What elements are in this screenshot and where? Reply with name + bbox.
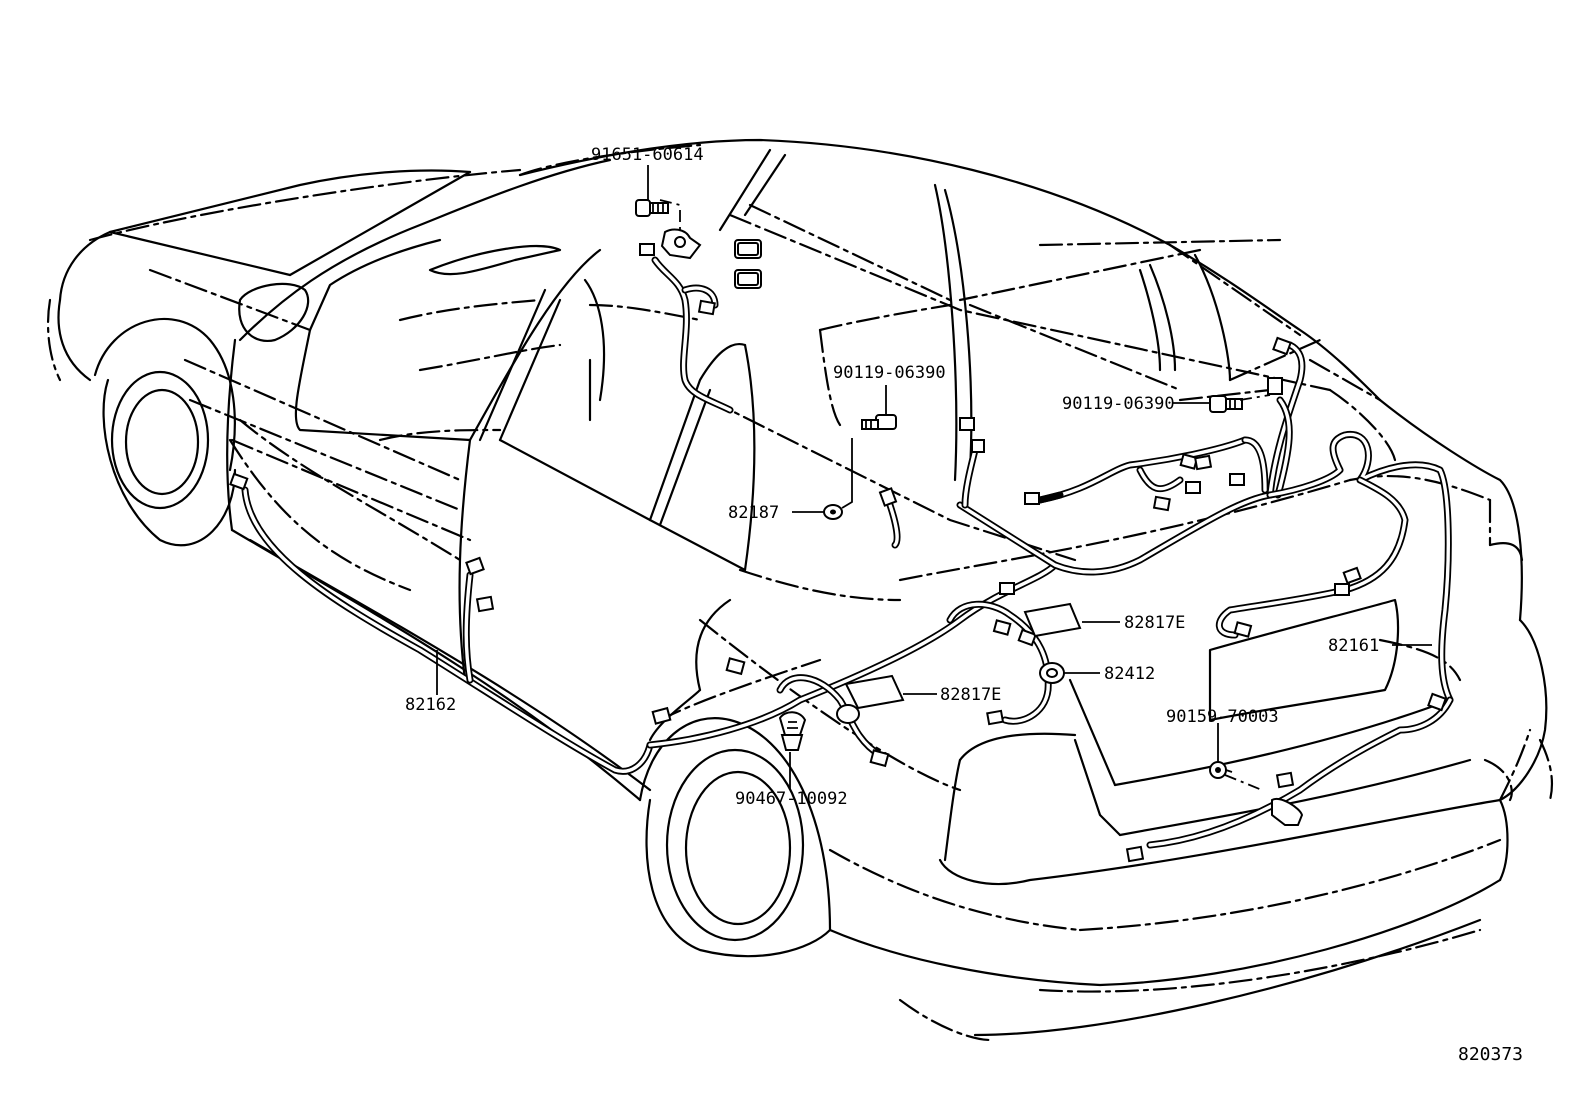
label-82187: 82187 [728, 503, 779, 523]
label-90119-06390-right: 90119-06390 [1062, 394, 1175, 414]
label-82162: 82162 [405, 695, 456, 715]
clip-90467-10092 [778, 711, 807, 751]
wiring-harness [241, 256, 1454, 849]
label-82161: 82161 [1328, 636, 1379, 656]
pad-82817E-lower [844, 674, 905, 710]
bolt-91651-60614 [635, 199, 669, 217]
leader-lines [436, 165, 1432, 791]
label-82412: 82412 [1104, 664, 1155, 684]
car-body-outline [57, 138, 1548, 1037]
label-90159-70003: 90159-70003 [1166, 707, 1279, 727]
pad-82817E-upper [1023, 602, 1082, 638]
label-90119-06390-upper: 90119-06390 [833, 363, 946, 383]
hidden-outlines [46, 143, 1554, 1042]
small-parts [635, 199, 1304, 826]
bolt-90119-06390-a [861, 414, 897, 430]
label-82817E-upper: 82817E [1124, 613, 1185, 633]
clamp-82412-b [836, 704, 860, 724]
screw-90159-70003 [1209, 761, 1233, 779]
label-82817E-lower: 82817E [940, 685, 1001, 705]
figure-number: 820373 [1458, 1044, 1523, 1065]
bolt-90119-06390-b [1209, 395, 1243, 413]
label-90467-10092: 90467-10092 [735, 789, 848, 809]
part-labels: 91651-60614 90119-06390 90119-06390 8218… [405, 145, 1523, 1065]
label-91651-60614: 91651-60614 [591, 145, 704, 165]
connectors [229, 239, 1447, 863]
